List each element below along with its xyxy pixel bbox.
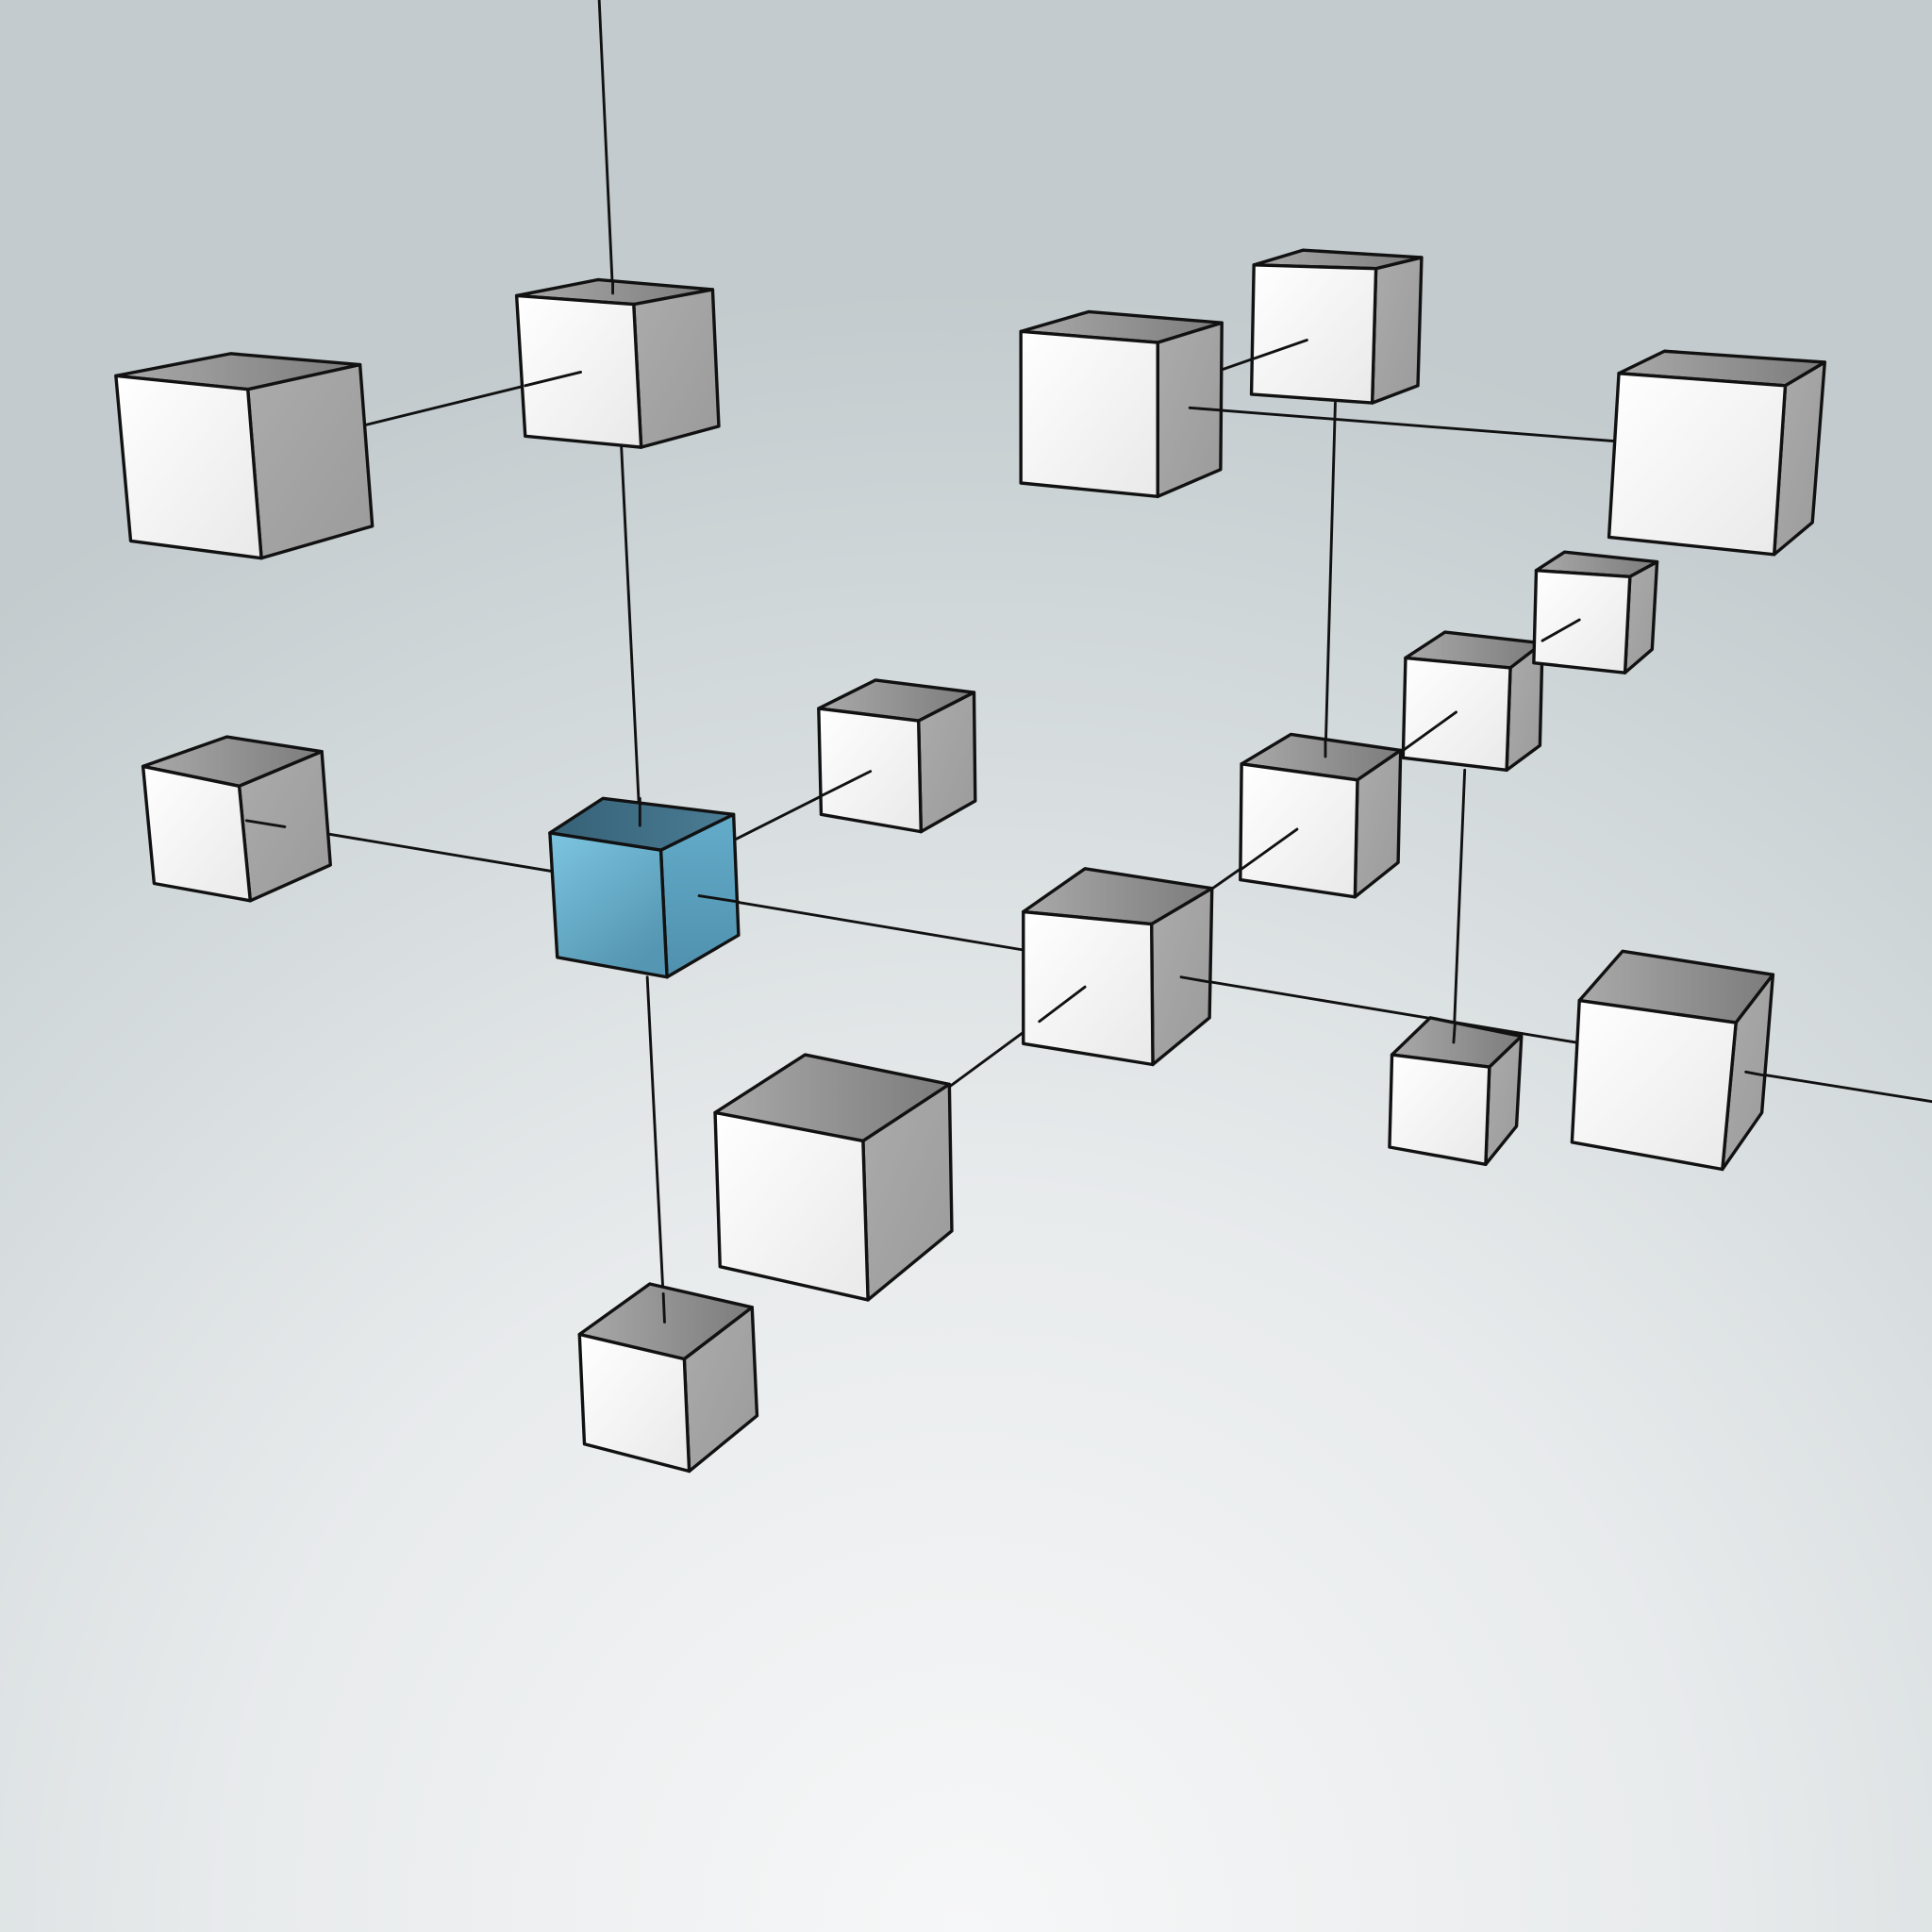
cube-middle-hub xyxy=(1022,867,1214,1067)
link-cube2-blue xyxy=(620,445,641,827)
cube-small-upper-center xyxy=(817,678,977,834)
cube-upper-right-left xyxy=(1019,309,1224,499)
link-chain2-down xyxy=(1452,768,1467,1044)
link-segment-on-cube xyxy=(819,770,873,798)
link-segment-on-cube xyxy=(661,1291,666,1324)
link-top-to-cube2 xyxy=(597,0,614,295)
cube-lower-right-large xyxy=(1570,949,1775,1172)
link-blue-mid xyxy=(697,894,1025,952)
link-segment-on-cube xyxy=(1239,827,1299,872)
link-segment-on-cube xyxy=(1179,975,1211,984)
link-upper-vertical xyxy=(1324,401,1337,758)
cube-lower-right-small xyxy=(1388,1016,1524,1166)
link-segment-on-cube xyxy=(244,819,287,828)
link-segment-on-cube xyxy=(524,371,583,388)
link-right-exit xyxy=(1744,1070,1932,1104)
link-mid-right xyxy=(1179,975,1577,1044)
cube-chain-1 xyxy=(1239,732,1403,899)
blue-cube-center xyxy=(548,796,741,979)
link-segment-on-cube xyxy=(1188,406,1224,412)
link-segment-on-cube xyxy=(697,894,741,904)
cube-upper-right-mid xyxy=(1249,248,1424,405)
cube-upper-connector xyxy=(514,277,721,449)
cube-chain-3 xyxy=(1532,550,1659,675)
link-upper-right xyxy=(1188,406,1616,443)
link-segment-on-cube xyxy=(1541,618,1581,642)
cube-chain-2 xyxy=(1401,630,1544,773)
link-segment-on-cube xyxy=(1252,339,1308,360)
cube-upper-right-far xyxy=(1607,349,1826,557)
link-segment-on-cube xyxy=(1744,1070,1767,1077)
link-segment-on-cube xyxy=(1038,985,1087,1024)
cube-bottom-large xyxy=(713,1053,954,1302)
link-segment-on-cube xyxy=(1452,1024,1457,1044)
link-segment-on-cube xyxy=(1401,710,1457,752)
cube-top-left-large xyxy=(114,352,375,560)
cube-left-small xyxy=(141,735,332,903)
link-blue-bottom xyxy=(645,975,666,1324)
